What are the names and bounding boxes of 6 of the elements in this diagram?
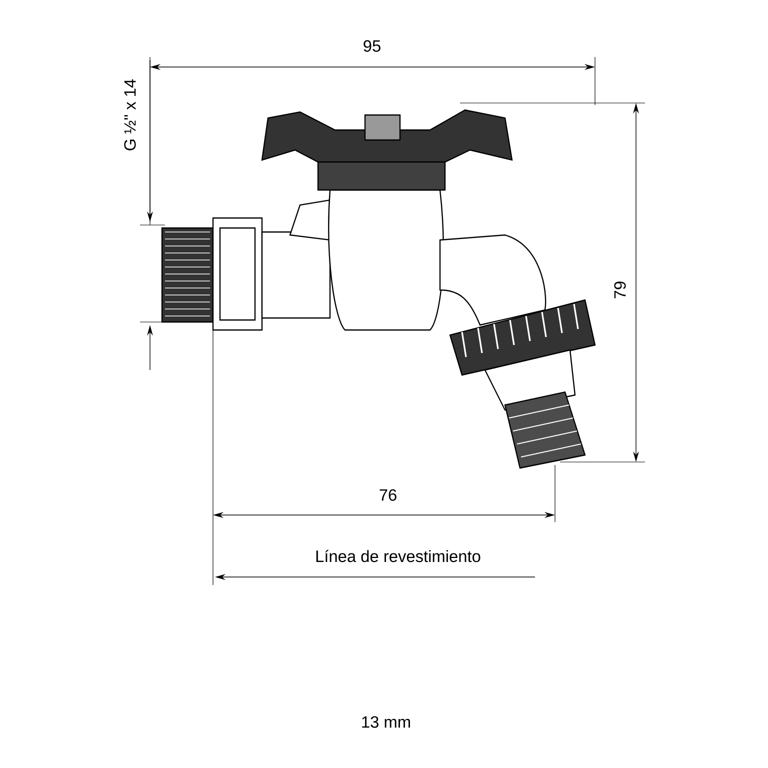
note-text: Línea de revestimiento <box>316 550 480 562</box>
scale-note: 13 mm <box>362 716 410 728</box>
dimension-label: 76 <box>380 489 396 501</box>
dimension-label: 79 <box>614 282 626 298</box>
dimension-label: 95 <box>364 40 380 52</box>
dimension-label: G ½" x 14 <box>124 79 136 150</box>
